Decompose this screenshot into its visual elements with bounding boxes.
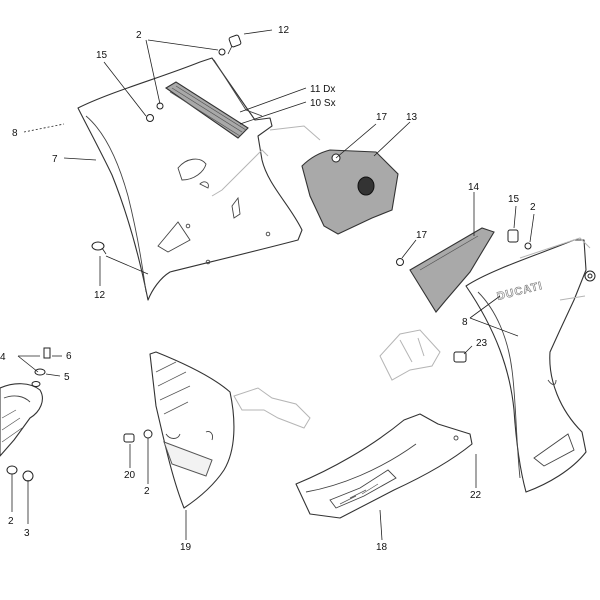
- side-cover-14: [409, 227, 495, 313]
- screw-icon: [123, 433, 135, 443]
- rivet-icon: [146, 102, 164, 122]
- screw-icon: [91, 241, 107, 255]
- washer-icon: [143, 429, 153, 439]
- callout-2: 2: [530, 202, 536, 213]
- callout-20: 20: [124, 470, 136, 481]
- rivet-icon: [507, 229, 532, 250]
- callout-10-sx: 10 Sx: [310, 98, 336, 109]
- callout-4: 4: [0, 352, 6, 363]
- callout-15: 15: [508, 194, 520, 205]
- callout-2: 2: [136, 30, 142, 41]
- screw-icon: [22, 470, 34, 482]
- washer-icon: [218, 48, 226, 56]
- callout-17: 17: [376, 112, 388, 123]
- callout-17: 17: [416, 230, 428, 241]
- callout-7: 7: [52, 154, 58, 165]
- washer-icon: [396, 258, 404, 266]
- washer-icon: [34, 368, 46, 376]
- lower-panel-19: [149, 351, 235, 509]
- callout-11-dx: 11 Dx: [310, 84, 335, 95]
- nut-icon: [453, 351, 467, 363]
- vent-grille: [164, 81, 249, 139]
- callout-18: 18: [376, 542, 388, 553]
- fairing-panel-left: [77, 57, 303, 301]
- side-cover-13: [301, 149, 399, 235]
- callout-19: 19: [180, 542, 192, 553]
- callout-5: 5: [64, 372, 70, 383]
- washer-icon: [584, 270, 596, 282]
- callout-13: 13: [406, 112, 418, 123]
- callout-23: 23: [476, 338, 488, 349]
- callout-15: 15: [96, 50, 108, 61]
- callout-12: 12: [278, 25, 290, 36]
- screw-icon: [43, 347, 51, 359]
- left-edge-bracket: [0, 383, 43, 457]
- washer-icon: [31, 381, 41, 387]
- callout-8: 8: [462, 317, 468, 328]
- screw-icon: [227, 34, 242, 55]
- washer-icon: [6, 465, 18, 475]
- callout-2: 2: [8, 516, 14, 527]
- belly-pan-18: [295, 413, 473, 519]
- callout-6: 6: [66, 351, 72, 362]
- callout-22: 22: [470, 490, 482, 501]
- callout-2: 2: [144, 486, 150, 497]
- callout-14: 14: [468, 182, 480, 193]
- fairing-panel-right: DUCATI: [465, 239, 587, 493]
- callout-8: 8: [12, 128, 18, 139]
- callout-3: 3: [24, 528, 30, 539]
- callout-12: 12: [94, 290, 106, 301]
